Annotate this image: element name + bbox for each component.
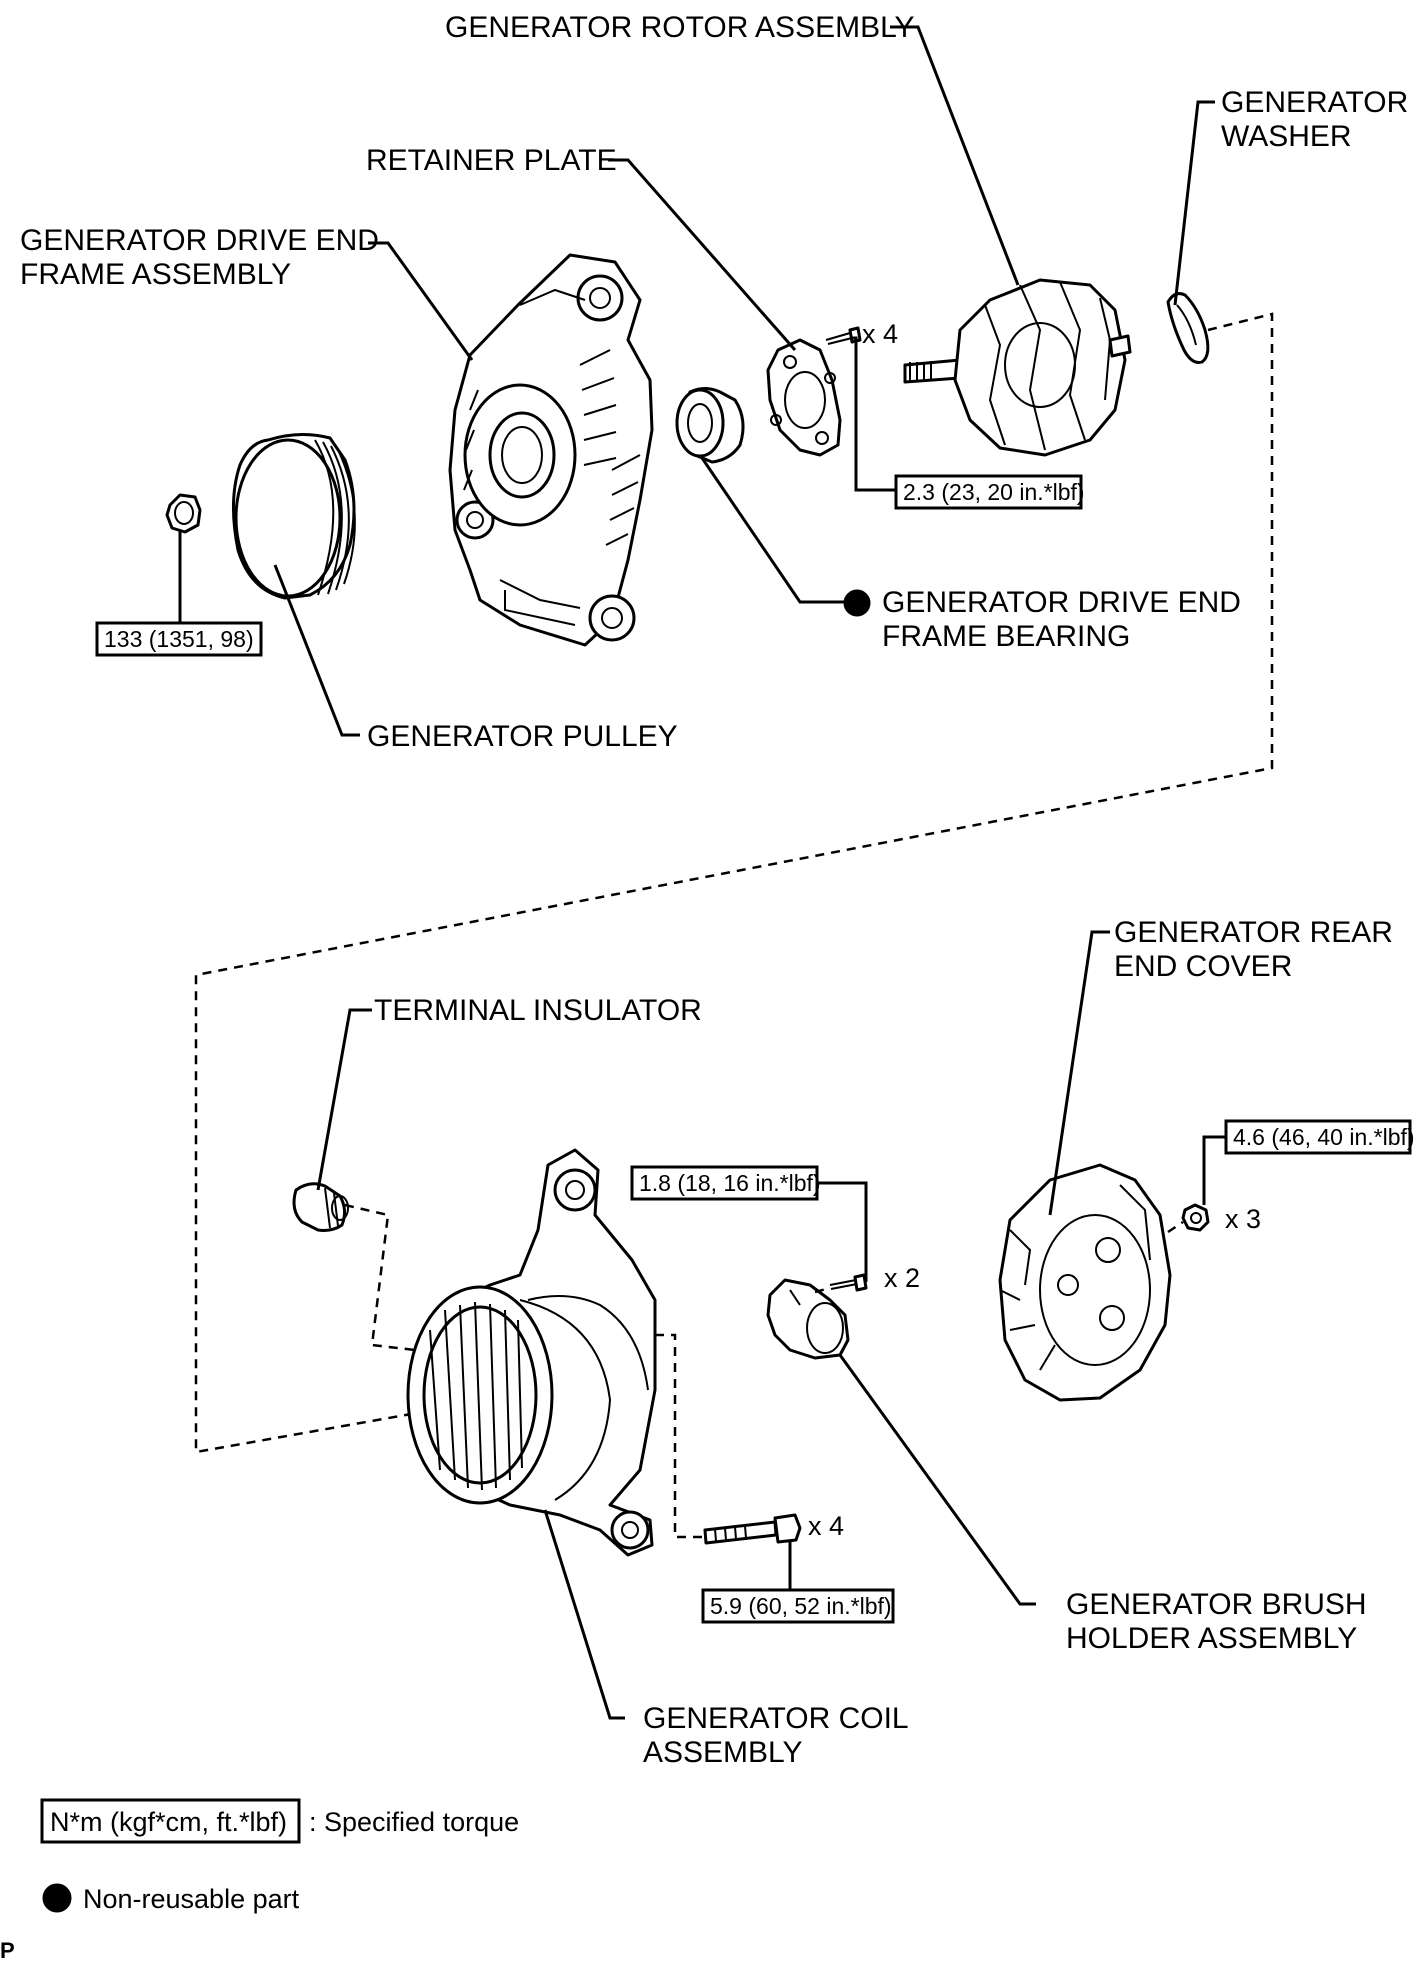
brush-screw-part [829, 1273, 868, 1292]
leader-lines-top [178, 25, 1215, 737]
svg-text:2.3 (23, 20 in.*lbf): 2.3 (23, 20 in.*lbf) [903, 479, 1085, 505]
coil-bolt-part [703, 1513, 802, 1545]
legend-non-reusable: Non-reusable part [42, 1883, 300, 1914]
dashed-terminal [344, 1203, 416, 1352]
drive-end-bearing-part [675, 387, 745, 464]
qty-brush-screw: x 2 [884, 1263, 920, 1293]
retainer-plate-part [766, 338, 842, 457]
qty-coil-bolt: x 4 [808, 1511, 844, 1541]
label-washer-line2: WASHER [1221, 120, 1352, 153]
label-rear-cover-line1: GENERATOR REAR [1114, 916, 1393, 949]
dashed-brush-screw [814, 1286, 831, 1294]
pulley-nut-part [165, 493, 202, 534]
leader-lines-bottom [316, 930, 1110, 1720]
svg-text:1.8 (18, 16 in.*lbf): 1.8 (18, 16 in.*lbf) [639, 1170, 821, 1196]
label-bearing-line2: FRAME BEARING [882, 620, 1130, 653]
dashed-rear-nut [1167, 1220, 1184, 1234]
dashed-connector [194, 312, 1274, 1454]
torque-box-coil-bolt: 5.9 (60, 52 in.*lbf) [701, 1588, 895, 1624]
legend-torque: N*m (kgf*cm, ft.*lbf) : Specified torque [40, 1798, 519, 1844]
label-pulley: GENERATOR PULLEY [367, 720, 678, 753]
non-reusable-dot-legend [42, 1883, 72, 1913]
label-brush-line1: GENERATOR BRUSH [1066, 1588, 1367, 1621]
dashed-coil-bolt [655, 1333, 705, 1539]
label-coil-line2: ASSEMBLY [643, 1736, 803, 1769]
label-rotor-assembly: GENERATOR ROTOR ASSEMBLY [445, 11, 915, 44]
rear-nut-part [1181, 1203, 1210, 1232]
qty-retainer-screw: x 4 [862, 319, 898, 349]
torque-box-brush-screw: 1.8 (18, 16 in.*lbf) [630, 1165, 821, 1201]
rear-end-cover-part [998, 1163, 1172, 1402]
svg-text:133 (1351, 98): 133 (1351, 98) [104, 626, 254, 652]
torque-box-pulley-nut: 133 (1351, 98) [95, 621, 263, 657]
non-reusable-dot-bearing [843, 589, 871, 617]
rotor-assembly-part [903, 278, 1132, 457]
label-retainer-plate: RETAINER PLATE [366, 144, 617, 177]
qty-rear-nut: x 3 [1225, 1204, 1261, 1234]
legend-torque-desc: : Specified torque [309, 1807, 519, 1837]
svg-text:4.6 (46, 40 in.*lbf): 4.6 (46, 40 in.*lbf) [1233, 1124, 1415, 1150]
label-coil-line1: GENERATOR COIL [643, 1702, 909, 1735]
label-bearing-line1: GENERATOR DRIVE END [882, 586, 1241, 619]
legend-torque-unit: N*m (kgf*cm, ft.*lbf) [50, 1807, 287, 1837]
label-brush-line2: HOLDER ASSEMBLY [1066, 1622, 1357, 1655]
label-washer-line1: GENERATOR [1221, 86, 1408, 119]
torque-box-rear-nut: 4.6 (46, 40 in.*lbf) [1224, 1119, 1415, 1155]
legend-non-reusable-text: Non-reusable part [83, 1884, 300, 1914]
label-terminal-insulator: TERMINAL INSULATOR [374, 994, 702, 1027]
drive-end-frame-part [448, 253, 654, 647]
coil-assembly-part [406, 1148, 657, 1557]
brush-holder-part [766, 1278, 850, 1360]
terminal-insulator-part [292, 1182, 349, 1232]
label-rear-cover-line2: END COVER [1114, 950, 1292, 983]
corner-mark: P [0, 1938, 15, 1963]
generator-washer-part [1166, 292, 1210, 364]
label-drive-frame-line2: FRAME ASSEMBLY [20, 258, 291, 291]
torque-box-retainer-screw: 2.3 (23, 20 in.*lbf) [894, 474, 1085, 510]
svg-text:5.9 (60, 52 in.*lbf): 5.9 (60, 52 in.*lbf) [710, 1593, 892, 1619]
label-drive-frame-line1: GENERATOR DRIVE END [20, 224, 379, 257]
generator-pulley-part [232, 433, 356, 600]
